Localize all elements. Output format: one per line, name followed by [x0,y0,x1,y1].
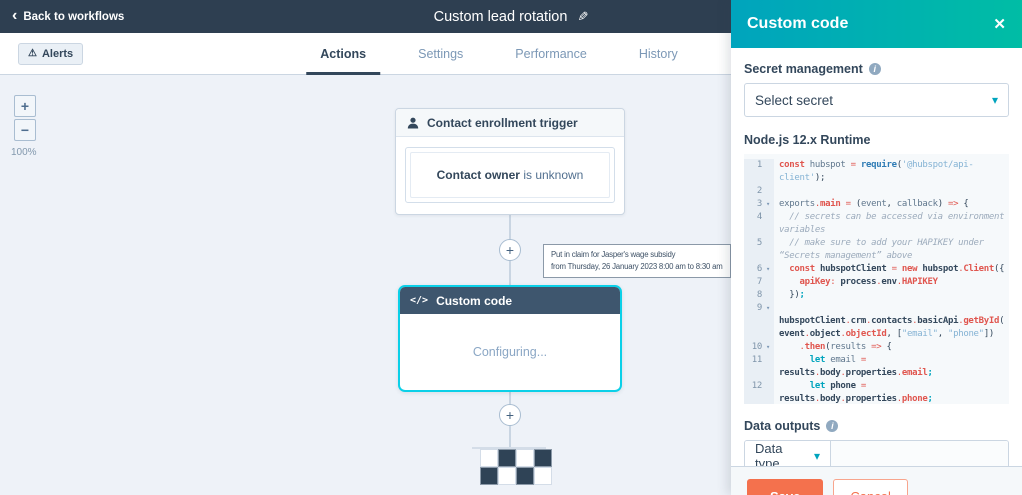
tab-performance[interactable]: Performance [515,33,587,75]
code-line: 7 apiKey: process.env.HAPIKEY [744,276,1009,289]
add-action-button-bottom[interactable]: + [499,404,521,426]
end-flag-line [472,447,546,449]
flag-cell [516,449,534,467]
code-line: client'); [744,172,1009,185]
condition-operator: is unknown [519,168,584,182]
person-icon [407,117,419,128]
cancel-button[interactable]: Cancel [833,479,908,495]
flag-cell [498,467,516,485]
data-outputs-label: Data outputs [744,419,821,433]
code-line: variables [744,224,1009,237]
runtime-label: Node.js 12.x Runtime [744,133,871,147]
warning-icon: ⚠ [28,48,37,59]
condition-property: Contact owner [436,168,520,182]
alerts-button[interactable]: ⚠ Alerts [18,43,84,65]
panel-title: Custom code [747,15,849,32]
workflow-title: Custom lead rotation [433,8,568,25]
panel-footer: Save Cancel [731,466,1022,495]
code-line: results.body.properties.phone; [744,393,1009,404]
edit-pencil-icon[interactable]: ✎ [577,8,589,24]
flag-cell [480,467,498,485]
flag-cell [534,467,552,485]
code-line: 6▾ const hubspotClient = new hubspot.Cli… [744,263,1009,276]
tab-settings[interactable]: Settings [418,33,463,75]
tooltip-line-1: Put in claim for Jasper's wage subsidy [551,250,676,259]
close-icon[interactable]: ✕ [993,16,1006,33]
minus-icon: − [20,122,30,138]
action-status: Configuring... [472,345,548,359]
custom-code-panel: Custom code ✕ Secret management i Select… [731,0,1022,495]
action-title: Custom code [436,293,513,308]
flag-cell [480,449,498,467]
plus-icon: + [505,242,515,258]
plus-icon: + [505,407,515,423]
chevron-down-icon: ▾ [813,449,820,463]
tab-actions[interactable]: Actions [306,33,380,75]
code-line: 4 // secrets can be accessed via environ… [744,211,1009,224]
chevron-down-icon: ▾ [991,93,998,107]
flag-cell [498,449,516,467]
trigger-title: Contact enrollment trigger [427,115,578,130]
alerts-label: Alerts [41,48,74,60]
code-line: hubspotClient.crm.contacts.basicApi.getB… [744,315,1009,328]
tab-history-label: History [638,47,678,61]
tab-performance-label: Performance [515,47,587,61]
tab-history[interactable]: History [639,33,678,75]
flag-cell [516,467,534,485]
zoom-out-button[interactable]: − [14,119,36,141]
code-line: “Secrets management” above [744,250,1009,263]
secret-management-label: Secret management [744,62,863,76]
code-line: event.object.objectId, ["email", "phone"… [744,328,1009,341]
code-line: 2 [744,185,1009,198]
save-button[interactable]: Save [747,479,824,495]
code-line: results.body.properties.email; [744,367,1009,380]
custom-code-action-card[interactable]: </> Custom code Configuring... [398,285,622,392]
select-secret-value: Select secret [755,92,834,108]
add-action-button-top[interactable]: + [499,239,521,261]
code-line: 11 let email = [744,354,1009,367]
plus-icon: + [20,98,30,114]
flag-cell [534,449,552,467]
workflow-end-flag-icon [480,449,552,485]
info-icon[interactable]: i [868,63,881,75]
code-line: 3▾exports.main = (event, callback) => { [744,198,1009,211]
code-line: 9▾ [744,302,1009,315]
code-line: 10▾ .then(results => { [744,341,1009,354]
code-line: 5 // make sure to add your HAPIKEY under [744,237,1009,250]
zoom-level: 100% [11,147,37,158]
tab-settings-label: Settings [418,47,464,61]
code-line: 8 }); [744,289,1009,302]
code-icon: </> [410,295,429,306]
select-secret-dropdown[interactable]: Select secret ▾ [744,83,1009,117]
info-icon[interactable]: i [826,420,839,432]
enrollment-condition-box[interactable]: Contact owner is unknown [405,147,615,203]
chevron-left-icon: ‹ [12,6,18,24]
enrollment-condition-text: Contact owner is unknown [437,168,584,182]
zoom-in-button[interactable]: + [14,95,36,117]
panel-header: Custom code ✕ [731,0,1022,48]
action-tooltip: Put in claim for Jasper's wage subsidy f… [543,244,731,279]
tab-actions-label: Actions [320,47,367,61]
code-line: 12 let phone = [744,380,1009,393]
back-label: Back to workflows [23,10,125,23]
tabs: Actions Settings Performance History [306,33,678,75]
contact-enrollment-trigger-card[interactable]: Contact enrollment trigger Contact owner… [395,108,625,215]
tooltip-line-2: from Thursday, 26 January 2023 8:00 am t… [551,262,723,272]
back-to-workflows-link[interactable]: ‹ Back to workflows [12,0,124,33]
